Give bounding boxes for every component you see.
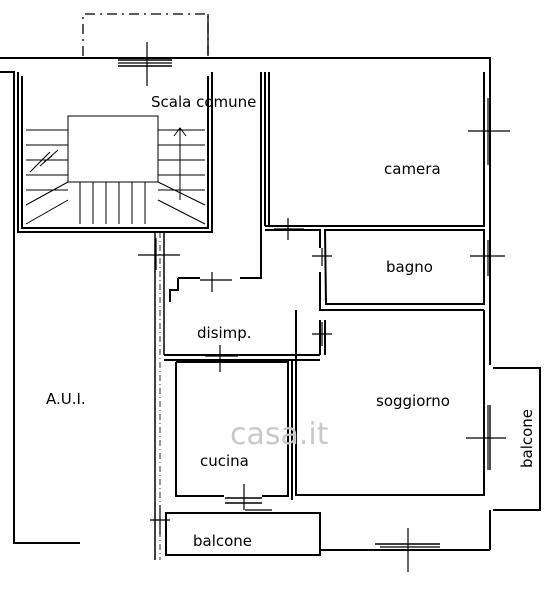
door-marks	[118, 42, 510, 572]
label-camera: camera	[384, 160, 441, 178]
label-disimp: disimp.	[197, 324, 252, 342]
balconies	[165, 367, 541, 556]
label-cucina: cucina	[200, 452, 249, 470]
label-bagno: bagno	[386, 258, 433, 276]
staircase	[25, 115, 206, 225]
upper-outline	[82, 13, 209, 56]
label-aui: A.U.I.	[46, 390, 86, 408]
label-balcone-right: balcone	[518, 409, 536, 468]
label-scala-comune: Scala comune	[151, 93, 256, 111]
label-balcone-bottom: balcone	[193, 532, 252, 550]
label-soggiorno: soggiorno	[376, 392, 450, 410]
watermark-casa-it: casa.it	[230, 417, 329, 452]
